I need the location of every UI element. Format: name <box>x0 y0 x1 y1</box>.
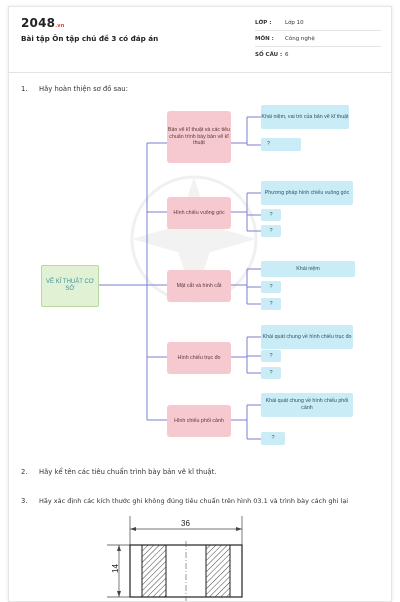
leaf-node-blank: ? <box>261 281 281 293</box>
question-number: 2. <box>21 468 28 476</box>
meta-divider <box>255 46 381 47</box>
leaf-node: Khái quát chung về hình chiếu phối cảnh <box>261 393 353 417</box>
document-page: 2048.vn Bài tập Ôn tập chủ đề 3 có đáp á… <box>8 6 392 602</box>
diagram-root-node: VẼ KĨ THUẬT CƠ SỞ <box>41 265 99 307</box>
meta-subject: MÔN : Công nghệ <box>255 36 315 42</box>
leaf-node: Khái niệm, vai trò của bản vẽ kĩ thuật <box>261 105 349 129</box>
meta-value: Lớp 10 <box>285 20 304 26</box>
question-number: 3. <box>21 497 28 505</box>
question-text: Hãy hoàn thiện sơ đồ sau: <box>39 85 128 93</box>
logo-suffix: .vn <box>55 23 65 29</box>
logo-main: 2048 <box>21 16 56 30</box>
question-text: Hãy xác định các kích thước ghi không đú… <box>39 497 349 505</box>
leaf-node-blank: ? <box>261 298 281 310</box>
meta-key: LỚP : <box>255 20 272 26</box>
branch-node: Hình chiếu trục đo <box>167 342 231 374</box>
leaf-node-blank: ? <box>261 209 281 221</box>
header-divider <box>9 72 391 73</box>
branch-node: Hình chiếu vuông góc <box>167 197 231 229</box>
leaf-node-blank: ? <box>261 138 301 151</box>
leaf-node-blank: ? <box>261 350 281 362</box>
branch-node: Hình chiếu phối cảnh <box>167 405 231 437</box>
height-dimension-label: 14 <box>111 564 120 573</box>
document-title: Bài tập Ôn tập chủ đề 3 có đáp án <box>21 34 159 43</box>
leaf-node: Khái niệm <box>261 261 355 277</box>
meta-value: 6 <box>285 52 289 58</box>
technical-drawing-figure: 36 14 <box>107 516 243 601</box>
leaf-node: Phương pháp hình chiếu vuông góc <box>261 181 353 205</box>
meta-key: MÔN : <box>255 36 274 42</box>
connector-lines <box>97 116 261 440</box>
leaf-node-blank: ? <box>261 432 285 445</box>
meta-count: SỐ CÂU :6 <box>255 52 289 58</box>
leaf-node-blank: ? <box>261 225 281 237</box>
leaf-node-blank: ? <box>261 367 281 379</box>
question-text: Hãy kể tên các tiêu chuẩn trình bày bản … <box>39 468 217 476</box>
branch-node: Mặt cắt và hình cắt <box>167 270 231 302</box>
site-logo[interactable]: 2048.vn <box>21 16 65 30</box>
meta-class: LỚP : Lớp 10 <box>255 20 304 26</box>
meta-value: Công nghệ <box>285 36 315 42</box>
branch-node: Bản vẽ kĩ thuật và các tiêu chuẩn trình … <box>167 111 231 163</box>
leaf-node: Khái quát chung về hình chiếu trục đo <box>261 325 353 349</box>
width-dimension-label: 36 <box>181 519 190 528</box>
meta-divider <box>255 30 381 31</box>
meta-key: SỐ CÂU : <box>255 52 283 58</box>
question-number: 1. <box>21 85 28 93</box>
